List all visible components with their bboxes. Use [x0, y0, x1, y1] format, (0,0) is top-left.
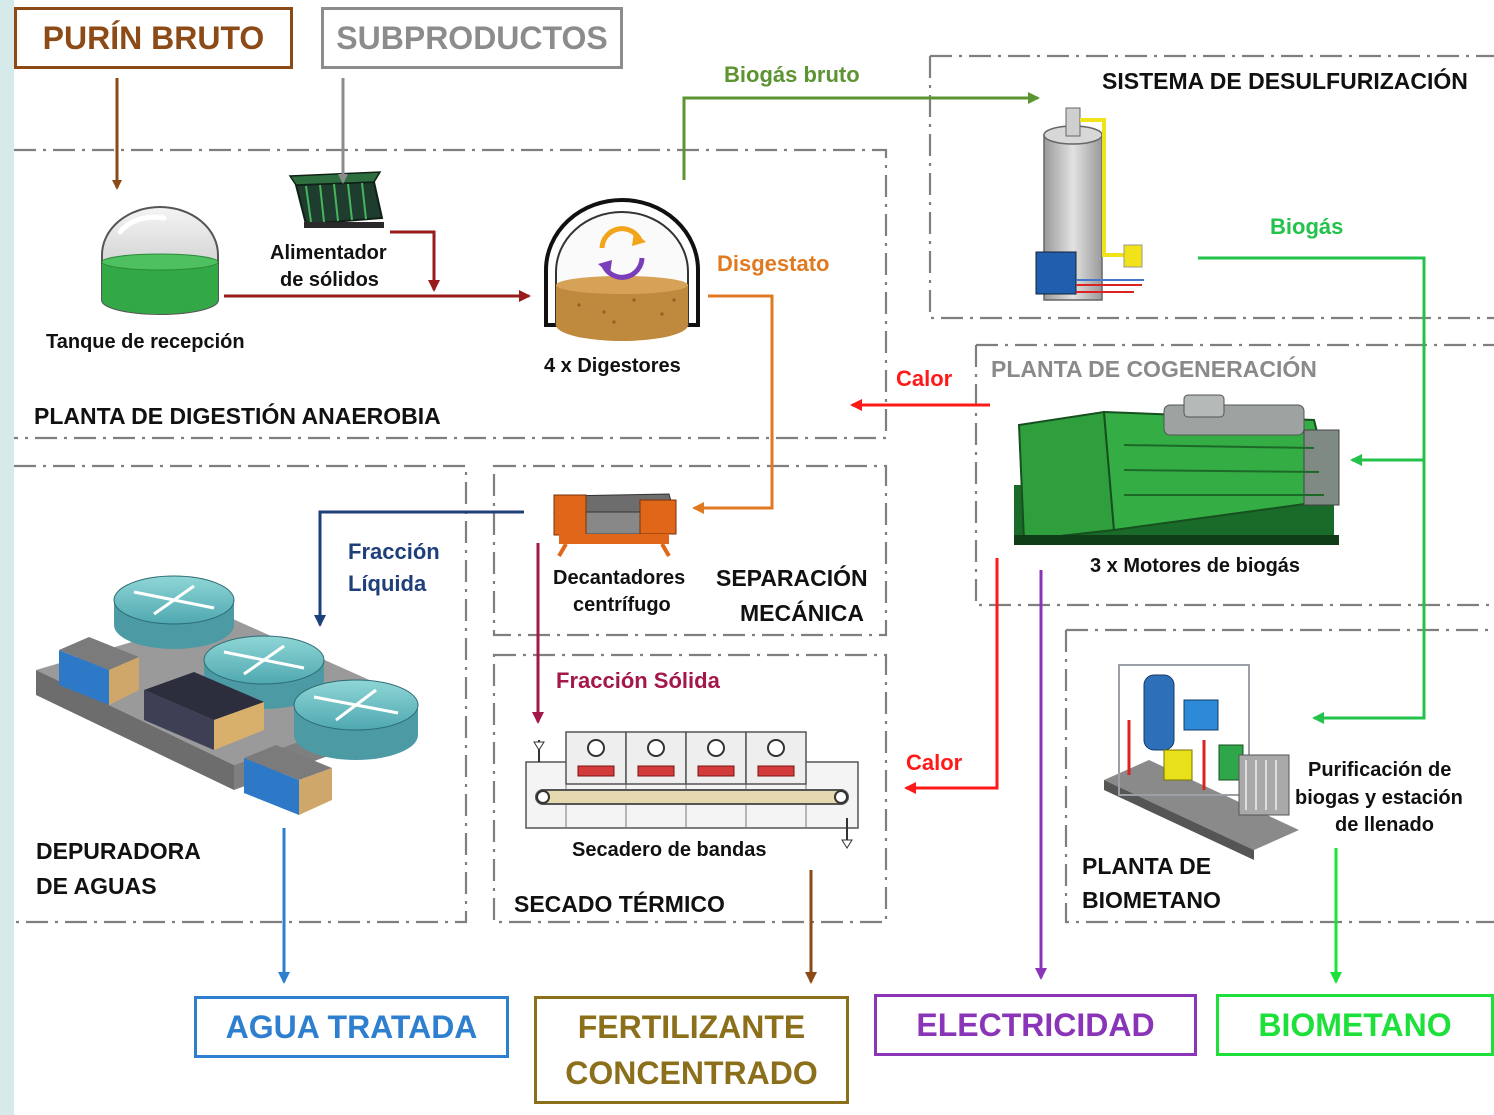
- biomethane-plant-icon: [1104, 664, 1299, 860]
- section-title-separacion-2: MECÁNICA: [740, 600, 864, 626]
- output-agua-label: AGUA TRATADA: [225, 1008, 478, 1045]
- water-treatment-plant-icon: [36, 575, 419, 815]
- label-biogas: Biogás: [1270, 214, 1344, 239]
- flow-lines: [112, 78, 1426, 984]
- label-purificacion-1: Purificación de: [1308, 759, 1452, 781]
- label-calor-2: Calor: [906, 750, 963, 775]
- flow-fraccion-liquida: [314, 510, 524, 627]
- section-border-depuradora: [14, 464, 468, 924]
- flow-calor-2: [904, 558, 999, 794]
- section-border-secado: [492, 653, 888, 924]
- output-box-agua-tratada: AGUA TRATADA: [194, 996, 509, 1058]
- section-title-biometano-2: BIOMETANO: [1082, 887, 1221, 913]
- section-title-digestion: PLANTA DE DIGESTIÓN ANAEROBIA: [34, 403, 441, 429]
- section-title-separacion-1: SEPARACIÓN: [716, 565, 868, 591]
- flow-feeder-down: [390, 230, 440, 292]
- label-fraccion-solida: Fracción Sólida: [556, 668, 720, 693]
- label-digestores: 4 x Digestores: [544, 355, 681, 377]
- section-title-depuradora-2: DE AGUAS: [36, 873, 157, 899]
- section-title-secado: SECADO TÉRMICO: [514, 891, 725, 917]
- label-decantadores-2: centrífugo: [573, 594, 671, 616]
- section-border-digestion: [14, 148, 888, 440]
- label-calor-1: Calor: [896, 366, 953, 391]
- output-box-electricidad: ELECTRICIDAD: [874, 994, 1197, 1056]
- output-fertilizante-label-1: FERTILIZANTE: [577, 1008, 806, 1045]
- section-title-cogeneracion: PLANTA DE COGENERACIÓN: [991, 356, 1317, 382]
- flow-biogas-bruto: [682, 92, 1040, 180]
- section-border-separacion: [492, 464, 888, 637]
- label-purificacion-2: biogas y estación: [1295, 787, 1463, 809]
- label-secadero: Secadero de bandas: [572, 839, 767, 861]
- label-disgestato: Disgestato: [717, 251, 830, 276]
- digester-icon: [544, 198, 700, 341]
- solids-feeder-icon: [288, 171, 384, 228]
- section-title-biometano-1: PLANTA DE: [1082, 853, 1212, 879]
- biogas-engine-icon: [1014, 394, 1340, 545]
- section-title-desulfurizacion: SISTEMA DE DESULFURIZACIÓN: [1102, 68, 1468, 94]
- label-alimentador-1: Alimentador: [270, 242, 387, 264]
- label-biogas-bruto: Biogás bruto: [724, 62, 860, 87]
- input-box-subproductos: SUBPRODUCTOS: [321, 7, 623, 69]
- label-tanque: Tanque de recepción: [46, 331, 245, 353]
- input-purin-bruto-label: PURÍN BRUTO: [42, 19, 265, 56]
- output-box-fertilizante: FERTILIZANTE CONCENTRADO: [534, 996, 849, 1104]
- section-border-cogeneracion: [974, 343, 1494, 607]
- output-biometano-label: BIOMETANO: [1258, 1006, 1452, 1043]
- belt-dryer-icon: [525, 731, 859, 849]
- desulfurization-unit-icon: [1035, 107, 1144, 301]
- label-alimentador-2: de sólidos: [280, 269, 379, 291]
- label-decantadores-1: Decantadores: [553, 567, 686, 589]
- section-border-desulfurizacion: [928, 54, 1494, 320]
- output-fertilizante-label-2: CONCENTRADO: [565, 1055, 818, 1091]
- output-box-biometano: BIOMETANO: [1216, 994, 1494, 1056]
- label-fraccion-liquida-2: Líquida: [348, 571, 427, 596]
- input-box-purin-bruto: PURÍN BRUTO: [14, 7, 293, 69]
- label-fraccion-liquida-1: Fracción: [348, 539, 440, 564]
- reception-tank-icon: [101, 206, 219, 315]
- label-purificacion-3: de llenado: [1335, 814, 1434, 836]
- section-title-depuradora-1: DEPURADORA: [36, 838, 201, 864]
- section-borders: [14, 54, 1494, 924]
- output-electricidad-label: ELECTRICIDAD: [916, 1006, 1155, 1043]
- label-motores: 3 x Motores de biogás: [1090, 555, 1301, 577]
- input-subproductos-label: SUBPRODUCTOS: [336, 19, 608, 56]
- flow-disgestato: [692, 294, 774, 514]
- diagram-graphics: [14, 54, 1494, 984]
- flow-biogas: [1198, 256, 1426, 724]
- decanter-centrifuge-icon: [553, 493, 677, 558]
- diagram-canvas: PURÍN BRUTO SUBPRODUCTOS PLANTA DE DIGES…: [14, 0, 1494, 1115]
